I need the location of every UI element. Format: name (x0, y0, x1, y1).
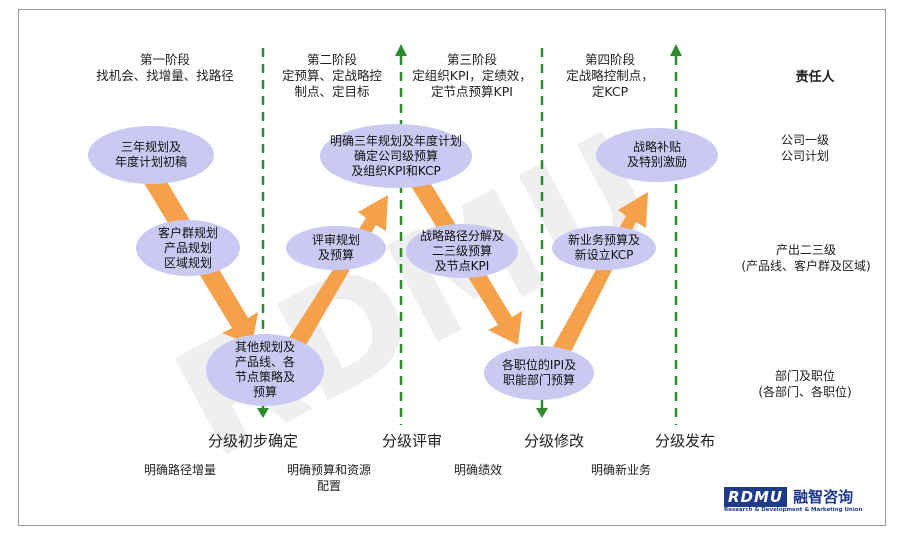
clarify-path-increment: 明确路径增量 (143, 463, 216, 477)
role-dept: 部门及职位 (各部门、各职位) (758, 369, 852, 399)
phase-4-desc: 定战略控制点， 定KCP (566, 68, 654, 99)
phase-2-header: 第二阶段 定预算、定战略控 制点、定目标 (266, 52, 398, 100)
node-other-plans-budget: 其他规划及 产品线、各 节点策略及 预算 (206, 334, 324, 406)
node-1-label: 三年规划及 年度计划初稿 (114, 140, 187, 169)
node-8-label: 新业务预算及 新设立KCP (567, 233, 640, 262)
node-new-business-budget: 新业务预算及 新设立KCP (552, 226, 656, 270)
node-4-label: 评审规划 及预算 (311, 233, 360, 262)
phase-3-desc: 定组织KPI，定绩效， 定节点预算KPI (412, 68, 532, 99)
node-strategic-subsidy: 战略补贴 及特别激励 (596, 128, 718, 182)
stage-publish: 分级发布 (655, 432, 716, 450)
node-6-label: 战略路径分解及 二三级预算 及节点KPI (419, 228, 504, 273)
node-position-ipi: 各职位的IPI及 职能部门预算 (484, 346, 594, 400)
role-header: 责任人 (795, 70, 835, 85)
logo-chinese: 融智咨询 (793, 488, 854, 506)
phase-3-title: 第三阶段 (446, 52, 497, 67)
node-segment-planning: 客户群规划 产品规划 区域规划 (136, 220, 240, 276)
separator-arrowhead-4 (670, 44, 682, 56)
rdmu-logo: RDMU 融智咨询 Research & Development & Marke… (724, 486, 880, 513)
node-review-plans: 评审规划 及预算 (286, 226, 386, 270)
phase-1-desc: 找机会、找增量、找路径 (96, 68, 234, 83)
node-3-label: 其他规划及 产品线、各 节点策略及 预算 (234, 340, 295, 399)
node-strategy-decomposition: 战略路径分解及 二三级预算 及节点KPI (406, 224, 518, 278)
node-9-label: 战略补贴 及特别激励 (626, 140, 687, 169)
phase-1-title: 第一阶段 (139, 52, 190, 67)
stage-initial: 分级初步确定 (208, 432, 299, 450)
phase-1-header: 第一阶段 找机会、找增量、找路径 (80, 52, 250, 84)
node-three-year-plan-draft: 三年规划及 年度计划初稿 (88, 126, 214, 184)
clarify-new-business: 明确新业务 (590, 463, 651, 477)
stage-modify: 分级修改 (524, 432, 585, 450)
node-7-label: 各职位的IPI及 职能部门预算 (501, 358, 577, 387)
role-company: 公司一级 公司计划 (780, 133, 829, 163)
clarify-performance: 明确绩效 (453, 463, 502, 477)
phase-2-title: 第二阶段 (306, 52, 357, 67)
logo-brand: RDMU (724, 486, 788, 507)
role-product: 产出二三级 (产品线、客户群及区域) (741, 243, 871, 273)
node-2-label: 客户群规划 产品规划 区域规划 (157, 225, 218, 270)
separator-arrowhead-3 (536, 408, 548, 418)
logo-subtitle: Research & Development & Marketing Union (724, 507, 863, 513)
phase-4-title: 第四阶段 (584, 52, 635, 67)
phase-4-header: 第四阶段 定战略控制点， 定KCP (548, 52, 672, 100)
separator-arrowhead-1 (257, 408, 269, 418)
phase-2-desc: 定预算、定战略控 制点、定目标 (281, 68, 382, 99)
stage-review: 分级评审 (382, 432, 443, 450)
phase-3-header: 第三阶段 定组织KPI，定绩效， 定节点预算KPI (404, 52, 540, 100)
node-company-budget-kpi: 明确三年规划及年度计划 确定公司级预算 及组织KPI和KCP (320, 124, 472, 188)
clarify-budget-resources: 明确预算和资源 配置 (286, 463, 371, 493)
node-5-label: 明确三年规划及年度计划 确定公司级预算 及组织KPI和KCP (329, 133, 462, 178)
separator-arrowhead-2 (395, 44, 407, 56)
